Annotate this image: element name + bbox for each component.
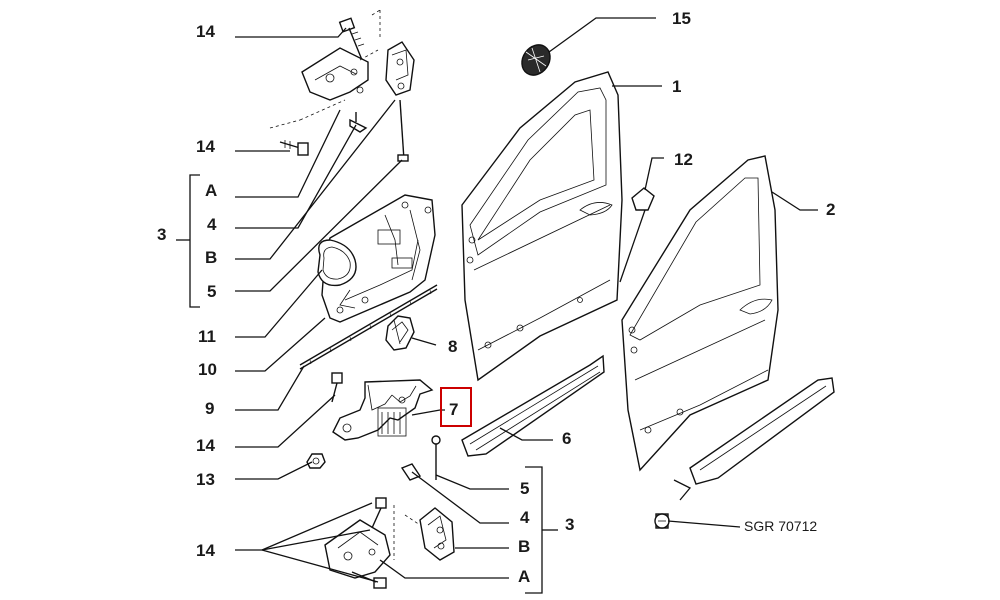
callout-a-bottom: A <box>518 567 530 586</box>
bolt-top-part <box>338 17 365 61</box>
callout-4-bottom: 4 <box>520 508 530 527</box>
callout-3-top: 3 <box>157 225 166 244</box>
callout-11: 11 <box>198 327 216 346</box>
hinge-pin-lower-part <box>431 435 441 480</box>
upper-hinge-assembly <box>269 9 415 162</box>
door-check-part <box>385 315 415 351</box>
callout-b-bottom: B <box>518 537 530 556</box>
callout-b-top: B <box>205 248 217 267</box>
reference-code: SGR 70712 <box>744 518 817 534</box>
callout-10: 10 <box>198 360 217 379</box>
callout-9: 9 <box>205 399 214 418</box>
nut-part <box>306 453 326 469</box>
hinge-bracket-a-bottom-part <box>324 519 391 579</box>
clip-fastener-part <box>654 513 670 529</box>
callout-2: 2 <box>826 200 835 219</box>
seal-ring-part <box>317 239 357 287</box>
callout-7: 7 <box>449 400 458 419</box>
callout-3-bottom: 3 <box>565 515 574 534</box>
callout-14-bottom: 14 <box>196 541 215 560</box>
callout-6: 6 <box>562 429 571 448</box>
hinge-bracket-b-top-part <box>385 41 415 96</box>
bolt-bottom-a-part <box>371 497 387 529</box>
callout-5-bottom: 5 <box>520 479 529 498</box>
lower-hinge-part <box>332 379 434 441</box>
callout-12: 12 <box>674 150 693 169</box>
clip-top-part <box>349 112 368 133</box>
hinge-pin-top-part <box>397 99 409 162</box>
bolt-lower-part <box>331 372 343 403</box>
bolt-mid-part <box>279 140 309 156</box>
sill-molding-part <box>461 354 605 457</box>
callout-14-mid: 14 <box>196 137 215 156</box>
front-door-part <box>461 71 623 382</box>
hinge-bracket-a-top-part <box>301 47 369 101</box>
callout-14-lower: 14 <box>196 436 215 455</box>
grommet-part <box>521 44 551 76</box>
callout-15: 15 <box>672 9 691 28</box>
clip-lower-part <box>400 463 422 481</box>
hinge-bracket-b-bottom-part <box>419 507 455 561</box>
callout-13: 13 <box>196 470 215 489</box>
weatherstrip-part <box>299 284 438 370</box>
callout-labels: 14 14 A 4 3 B 5 11 10 9 14 13 14 15 1 12… <box>157 9 835 586</box>
window-regulator-part <box>321 194 436 323</box>
callout-a-top: A <box>205 181 217 200</box>
highlight-box <box>440 387 472 427</box>
callout-14-top: 14 <box>196 22 215 41</box>
rear-molding-part <box>689 377 835 485</box>
callout-5-top: 5 <box>207 282 216 301</box>
callout-4-top: 4 <box>207 215 217 234</box>
callout-8: 8 <box>448 337 457 356</box>
rear-door-part <box>621 155 779 472</box>
callout-1: 1 <box>672 77 681 96</box>
plug-part <box>631 187 655 211</box>
